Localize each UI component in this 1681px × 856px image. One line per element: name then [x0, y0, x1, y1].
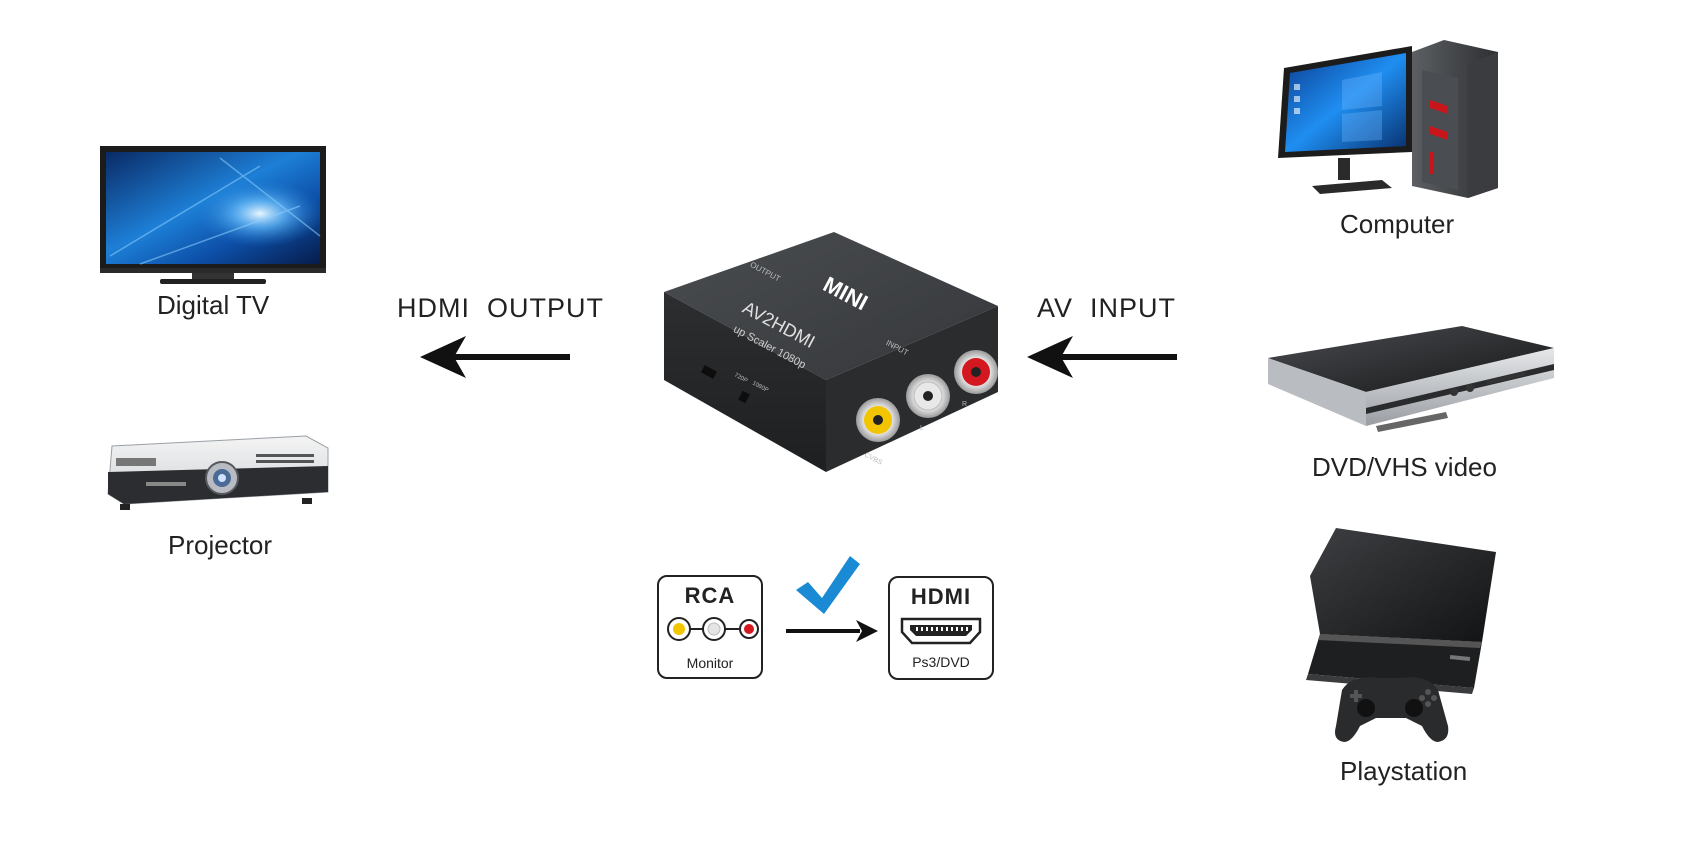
jack-r-text: R — [962, 401, 967, 408]
hdmi-title: HDMI — [910, 584, 972, 609]
left-white-jack-icon — [906, 374, 950, 418]
adapter-switch-a-text: 720P — [733, 372, 748, 384]
playstation-image — [1300, 524, 1506, 748]
digital-tv-image — [100, 146, 326, 288]
input-arrow-icon — [1027, 336, 1179, 378]
digital-tv-label: Digital TV — [157, 290, 270, 320]
rca-monitor-box: RCA Monitor — [657, 575, 763, 679]
projector-label: Projector — [168, 530, 273, 560]
output-arrow-icon — [420, 336, 572, 378]
dvd-player-image — [1266, 322, 1556, 434]
hdmi-port-icon — [900, 617, 982, 645]
check-icon — [796, 556, 860, 614]
hdmi-ps3-box: HDMI Ps3/DVD — [888, 576, 994, 680]
computer-image — [1272, 40, 1502, 198]
rca-plugs-icon — [667, 617, 759, 641]
playstation-label: Playstation — [1340, 756, 1468, 786]
right-red-jack-icon — [954, 350, 998, 394]
jack-l-text: L — [920, 425, 924, 432]
rca-title: RCA — [684, 583, 736, 608]
convert-arrow-icon — [786, 620, 878, 642]
av-input-label: AV INPUT — [1037, 293, 1177, 323]
projector-image — [106, 432, 330, 514]
dvd-vhs-label: DVD/VHS video — [1312, 452, 1497, 482]
hdmi-caption: Ps3/DVD — [912, 654, 970, 670]
rca-caption: Monitor — [686, 655, 734, 671]
computer-label: Computer — [1340, 209, 1455, 239]
hdmi-output-label: HDMI OUTPUT — [397, 293, 604, 323]
jack-cvbs-text: CVBS — [863, 452, 883, 467]
av2hdmi-adapter: MINI AV2HDMI up Scaler 1080p OUTPUT INPU… — [656, 230, 1002, 478]
cvbs-jack-icon — [856, 398, 900, 442]
